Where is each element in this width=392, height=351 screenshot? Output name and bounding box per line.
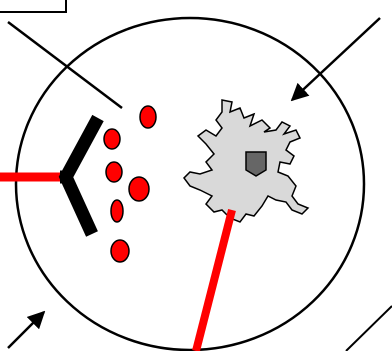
red-particle: [140, 106, 156, 128]
corner-box-fragment: [0, 0, 66, 12]
pointer-arrow-bottom-left: [8, 312, 44, 348]
pointer-line-bottom-right: [346, 306, 392, 351]
red-particle: [106, 162, 122, 182]
red-particle: [104, 129, 120, 149]
bottom-red-connector: [196, 210, 232, 351]
y-shaped-receptor: [60, 118, 98, 234]
cell-nucleus: [246, 152, 266, 176]
red-particle: [111, 200, 123, 222]
red-particles: [104, 106, 156, 262]
red-particle: [129, 177, 149, 201]
red-particle: [111, 240, 129, 262]
pointer-line-top-left: [8, 22, 122, 108]
